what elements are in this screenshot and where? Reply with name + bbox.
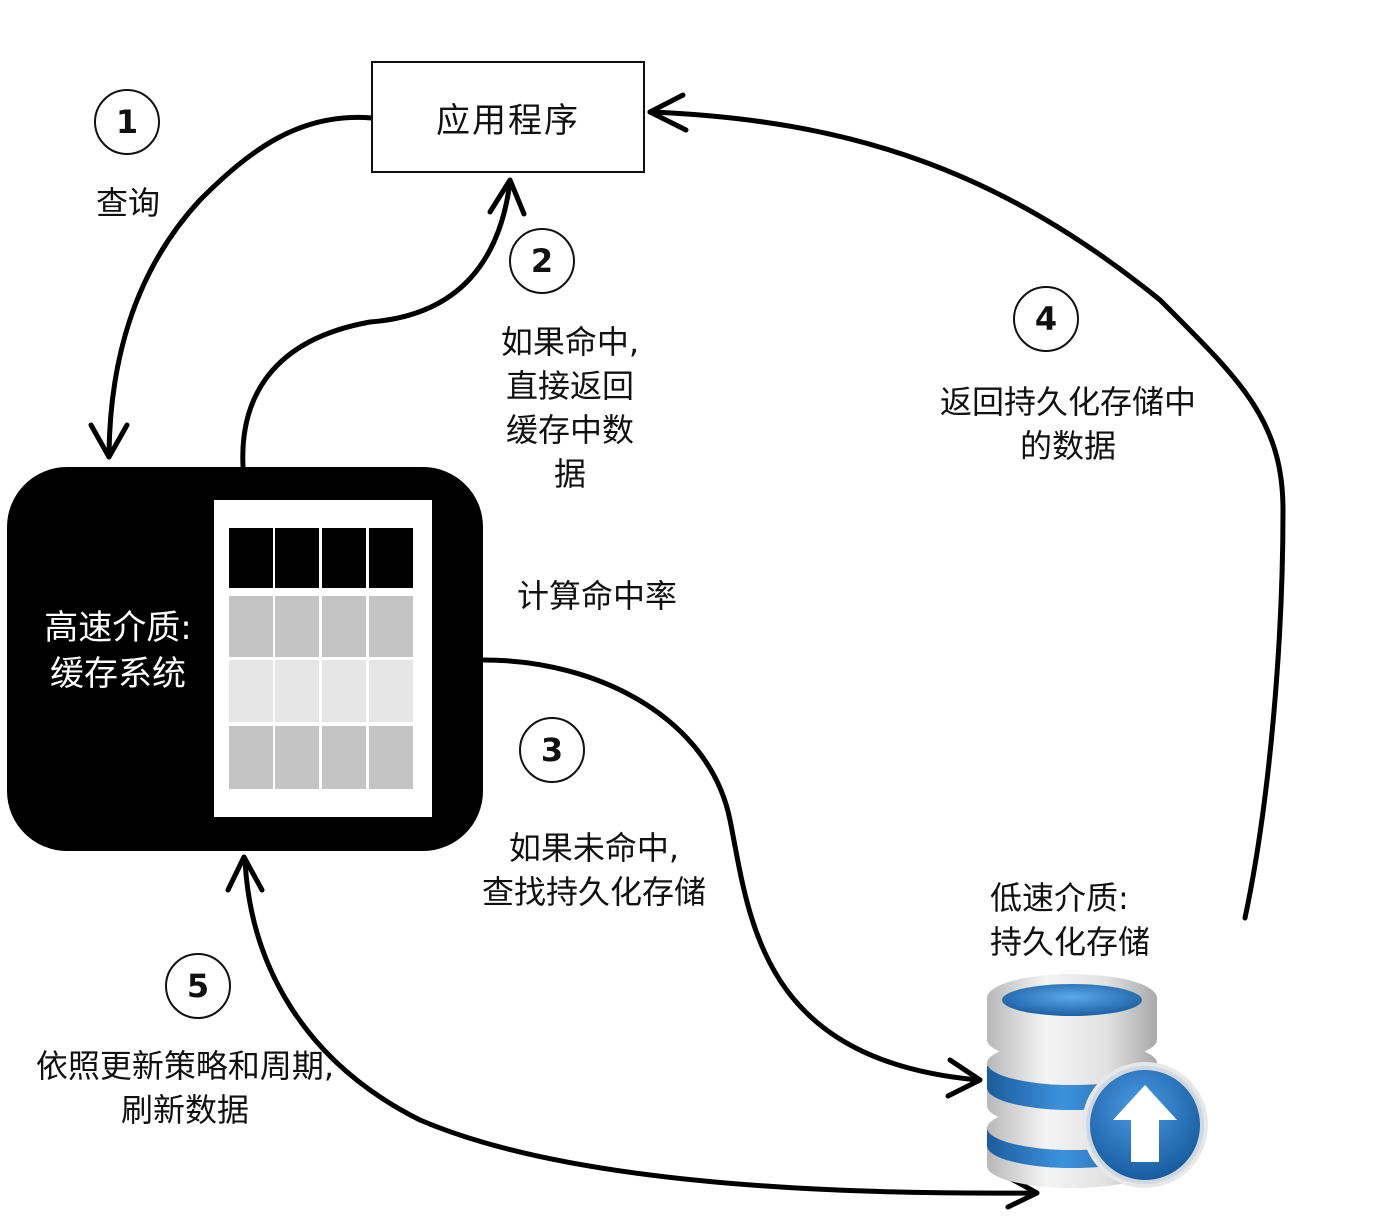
- table-cell: [322, 596, 366, 657]
- table-cell: [369, 660, 413, 722]
- hit-rate-label: 计算命中率: [517, 577, 678, 615]
- arrow-query: [106, 114, 375, 458]
- table-cell: [229, 660, 273, 722]
- step-4-label: 返回持久化存储中 的数据: [939, 383, 1196, 466]
- table-cell: [369, 726, 413, 789]
- table-cell: [229, 726, 273, 789]
- database-icon: [985, 968, 1215, 1198]
- cache-table-icon: [214, 500, 432, 817]
- arrow-hit: [240, 179, 513, 469]
- step-3-badge: 3: [519, 717, 585, 783]
- cache-system-label: 高速介质: 缓存系统: [44, 608, 192, 694]
- table-header-cell: [322, 528, 366, 588]
- step-3-label: 如果未命中, 查找持久化存储: [481, 829, 706, 912]
- storage-label: 低速介质: 持久化存储: [990, 879, 1151, 962]
- arrow-miss-head: [945, 1057, 983, 1099]
- table-cell: [275, 596, 319, 657]
- table-cell: [322, 660, 366, 722]
- step-1-label: 查询: [96, 184, 161, 222]
- step-5-badge: 5: [165, 953, 231, 1019]
- table-cell: [369, 596, 413, 657]
- application-label: 应用程序: [436, 100, 580, 141]
- table-header-cell: [369, 528, 413, 588]
- application-box: 应用程序: [371, 61, 645, 173]
- arrow-refresh: [242, 857, 1038, 1196]
- table-cell: [275, 660, 319, 722]
- step-5-label: 依照更新策略和周期, 刷新数据: [35, 1047, 335, 1130]
- table-cell: [275, 726, 319, 789]
- arrow-return: [647, 109, 1286, 921]
- table-cell: [229, 596, 273, 657]
- arrow-refresh-head-top: [225, 854, 265, 893]
- step-2-label: 如果命中, 直接返回 缓存中数 据: [500, 323, 640, 494]
- step-4-badge: 4: [1013, 286, 1079, 352]
- table-header-cell: [229, 528, 273, 588]
- step-1-badge: 1: [94, 89, 160, 155]
- arrow-query-head: [88, 422, 130, 460]
- arrow-return-head: [647, 92, 689, 133]
- arrow-miss: [481, 657, 981, 1083]
- table-header-cell: [275, 528, 319, 588]
- table-cell: [322, 726, 366, 789]
- step-2-badge: 2: [509, 228, 575, 294]
- arrow-hit-head: [487, 177, 527, 217]
